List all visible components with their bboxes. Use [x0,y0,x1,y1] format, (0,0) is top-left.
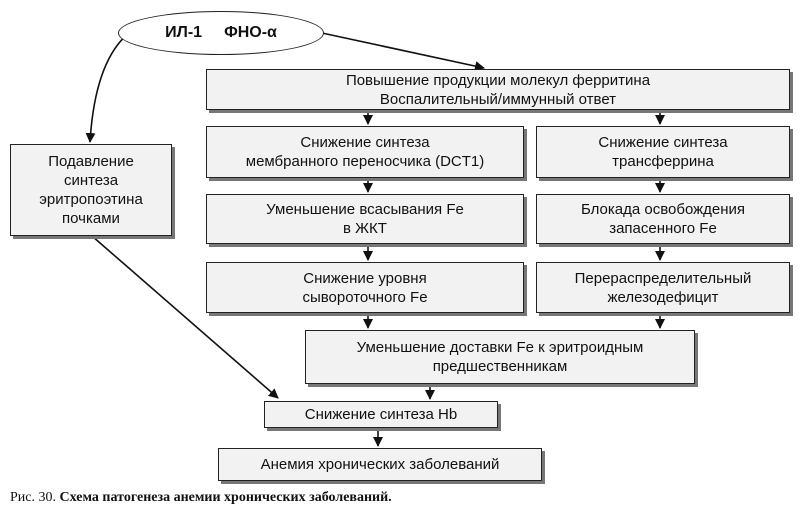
caption-title: Схема патогенеза анемии хронических забо… [59,490,392,505]
absorption-box: Уменьшение всасывания Fe в ЖКТ [206,194,524,244]
caption-prefix: Рис. 30. [10,490,56,505]
cytokines-ellipse: ИЛ-1 ФНО-α [118,11,324,55]
figure-caption: Рис. 30. Схема патогенеза анемии хрониче… [10,490,392,506]
stored-fe-release-box: Блокада освобождения запасенного Fe [536,194,790,244]
tnf-alpha-label: ФНО-α [224,24,277,41]
arrow-cytokines-to-epo [85,31,131,143]
il1-label: ИЛ-1 [165,24,203,41]
ferritin-box: Повышение продукции молекул ферритина Во… [206,69,790,110]
anemia-box: Анемия хронических заболеваний [218,448,542,481]
transferrin-box: Снижение синтеза трансферрина [536,126,790,178]
hb-synthesis-box: Снижение синтеза Hb [264,401,498,428]
serum-fe-box: Снижение уровня сывороточного Fe [206,262,524,313]
arrow-epo-to-hb [91,235,279,399]
fe-delivery-box: Уменьшение доставки Fe к эритроидным пре… [305,330,695,384]
arrow-cytokines-to-ferritin [321,32,485,71]
redistribution-box: Перераспределительный железодефицит [536,262,790,313]
epo-suppression-box: Подавление синтеза эритропоэтина почками [10,144,172,236]
dct1-box: Снижение синтеза мембранного переносчика… [206,126,524,178]
